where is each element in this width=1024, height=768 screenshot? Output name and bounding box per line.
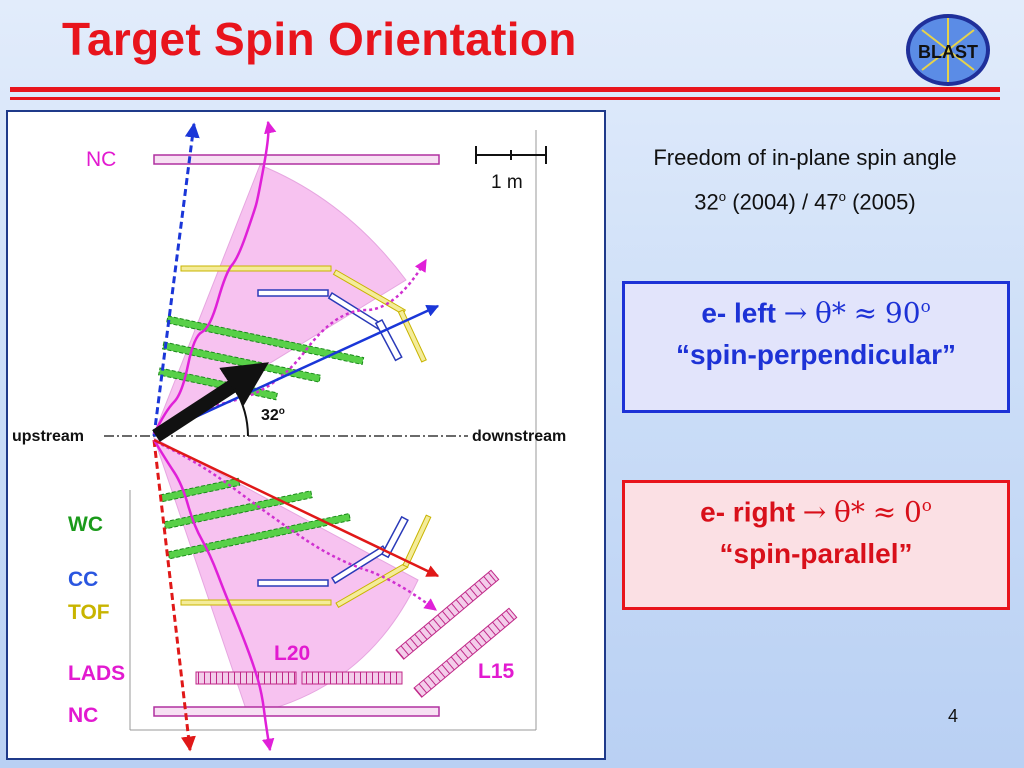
label-tof: TOF <box>68 601 110 624</box>
dotted-track-upper <box>155 258 428 434</box>
label-wc: WC <box>68 513 103 536</box>
label-l15: L15 <box>478 660 515 683</box>
nc-bottom-bar <box>153 706 440 717</box>
title-rule-top <box>10 87 1000 92</box>
lads-block-l20 <box>395 569 500 660</box>
spin-freedom-text: Freedom of in-plane spin angle <box>653 145 957 170</box>
tof-counters-lower <box>180 514 432 609</box>
electron-right-track <box>153 438 440 578</box>
cc-counters-upper <box>257 289 403 362</box>
cc-counters-lower <box>257 515 409 587</box>
blue-dashed-arrow <box>152 122 200 437</box>
label-nc-bottom: NC <box>68 704 98 727</box>
angle-arc <box>234 388 249 437</box>
label-nc-top: NC <box>86 148 116 171</box>
wavy-track-upper <box>152 120 277 435</box>
lads-block-right <box>301 671 403 685</box>
label-lads: LADS <box>68 662 125 685</box>
wavy-track-lower <box>152 439 275 752</box>
blast-detector-diagram: NC 1 m upstream downstream 32o WC CC TOF… <box>6 110 606 760</box>
lads-block-l15 <box>413 607 518 698</box>
label-scale: 1 m <box>491 172 523 193</box>
page-number: 4 <box>948 706 959 726</box>
blast-logo: BLAST <box>906 14 990 86</box>
label-upstream: upstream <box>12 428 84 445</box>
label-angle: 32o <box>261 406 285 424</box>
lads-block-left <box>195 671 297 685</box>
electron-left-condition: e- left → θ* ≈ 90o <box>701 296 931 330</box>
svg-text:BLAST: BLAST <box>918 42 978 62</box>
nc-top-bar <box>153 154 440 165</box>
dotted-track-lower <box>155 440 438 612</box>
electron-right-condition: e- right → θ* ≈ 0o <box>700 495 932 529</box>
label-downstream: downstream <box>472 428 566 445</box>
wc-chambers-lower <box>159 477 352 560</box>
electron-right-box: e- right → θ* ≈ 0o “spin-parallel” <box>622 480 1010 610</box>
label-l20: L20 <box>274 642 310 665</box>
spin-angle-years: 32o (2004) / 47o (2005) <box>694 189 916 215</box>
title-rule-bottom <box>10 97 1000 100</box>
electron-right-subtitle: “spin-parallel” <box>719 538 913 570</box>
electron-left-box: e- left → θ* ≈ 90o “spin-perpendicular” <box>622 281 1010 413</box>
scale-bar <box>475 146 547 164</box>
electron-left-subtitle: “spin-perpendicular” <box>675 339 957 371</box>
upper-detector-region <box>152 164 407 436</box>
slide-title: Target Spin Orientation <box>62 13 577 65</box>
label-cc: CC <box>68 568 98 591</box>
red-dashed-arrow <box>152 439 196 752</box>
spin-arrow <box>152 362 270 442</box>
